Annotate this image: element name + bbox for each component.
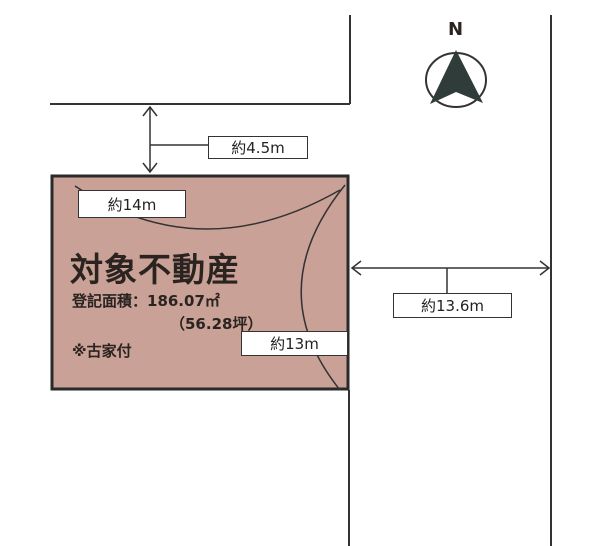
depth-arc xyxy=(300,184,346,391)
property-area: 登記面積：186.07㎡ xyxy=(72,292,220,310)
road-width-label: 約13.6m xyxy=(393,293,512,318)
property-area-tsubo: （56.28坪） xyxy=(170,315,263,333)
compass-north-label: N xyxy=(448,19,464,40)
property-note: ※古家付 xyxy=(72,342,132,360)
depth-label: 約13m xyxy=(241,331,348,356)
frontage-label: 約14m xyxy=(78,190,186,218)
road-width-dimension xyxy=(350,260,551,294)
property-title: 対象不動産 xyxy=(70,250,240,289)
north-arrow-icon xyxy=(425,50,487,108)
setback-label: 約4.5m xyxy=(208,136,308,159)
setback-dimension xyxy=(142,105,208,174)
